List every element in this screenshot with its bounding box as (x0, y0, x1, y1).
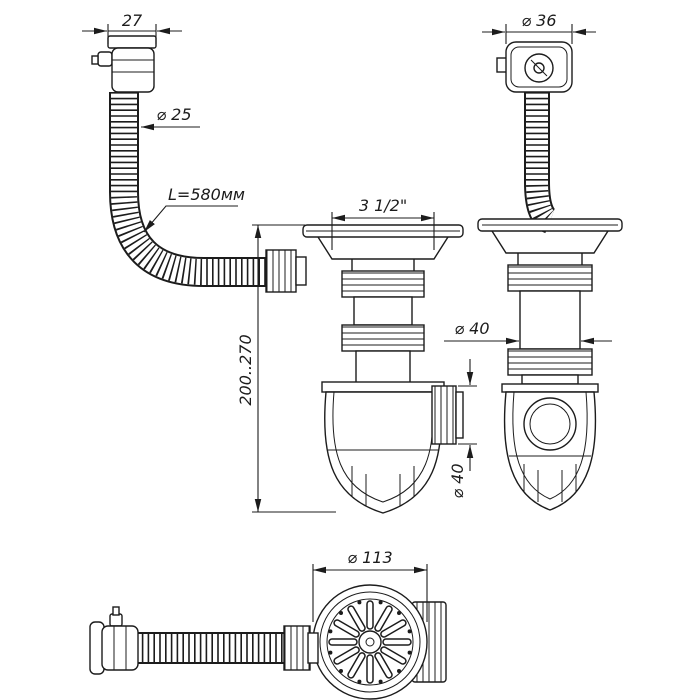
strainer-body-side (477, 218, 623, 385)
strainer-slots-inner (329, 601, 411, 683)
overflow-hose-side (524, 92, 557, 234)
outlet-opening-side (523, 397, 577, 451)
dim-overflow-hose-diameter: ⌀ 25 (141, 105, 200, 131)
outlet-nut-front (431, 385, 457, 445)
dim-strainer-diameter-label: ⌀ 113 (347, 548, 392, 567)
coupling-nut-upper-side (507, 264, 593, 292)
dim-installation-height-label: 200..270 (236, 334, 255, 405)
hose-collar-top (307, 632, 319, 664)
dim-outlet-diameter-label: ⌀ 40 (448, 463, 467, 498)
strainer-bowl-front (317, 236, 449, 260)
overflow-pin-top (109, 613, 123, 627)
overflow-assembly-top-view (89, 606, 319, 675)
coupling-nut-lower-front (341, 324, 425, 352)
dim-outlet-diameter: ⌀ 40 (448, 359, 477, 499)
overflow-knob (97, 51, 113, 67)
dim-overflow-hose-length: L=580мм (143, 185, 245, 233)
strainer-rim-middle (319, 591, 421, 693)
strainer-bowl-side (491, 230, 609, 254)
hose-coupling-nut-top (283, 625, 311, 671)
overflow-pin (91, 55, 99, 65)
strainer-body-front (302, 224, 464, 384)
trap-front (321, 381, 464, 514)
dim-overflow-head-width: 27 (82, 11, 182, 44)
trap-collar-front (321, 381, 445, 393)
dim-overflow-hose-diameter-label: ⌀ 25 (156, 105, 191, 124)
dim-strainer-size-label: 3 1/2" (359, 196, 407, 215)
dim-pipe-diameter: ⌀ 40 (444, 319, 612, 345)
trap-side (501, 383, 599, 511)
overflow-body-top (101, 625, 139, 671)
trap-collar-side (501, 383, 599, 393)
strainer-rim-inner (326, 598, 414, 686)
trap-cup-front (324, 391, 442, 514)
dim-installation-height: 200..270 (236, 224, 336, 513)
overflow-hose-front (109, 92, 272, 287)
coupling-nut-upper-front (341, 270, 425, 298)
dim-overflow-cap-diameter: ⌀ 36 (482, 11, 596, 44)
dim-strainer-size: 3 1/2" (331, 196, 435, 250)
overflow-knob-face (524, 53, 554, 83)
body-pipe-front (353, 296, 413, 326)
dim-overflow-hose-length-label: L=580мм (168, 185, 245, 204)
dim-overflow-head-width-label: 27 (122, 11, 143, 30)
strainer-holes (328, 600, 412, 684)
coupling-nut-lower-side (507, 348, 593, 376)
hose-coupling-nut-front (265, 249, 307, 293)
outlet-lip-front (455, 391, 464, 439)
strainer-center-cap (358, 630, 382, 654)
dim-strainer-diameter: ⌀ 113 (312, 548, 428, 622)
overflow-cap-side (505, 41, 573, 93)
body-pipe-lower-front (355, 350, 411, 384)
overflow-head-front (91, 35, 157, 93)
dim-pipe-diameter-label: ⌀ 40 (454, 319, 489, 338)
overflow-cap-front (107, 35, 157, 49)
body-pipe-lower-side (521, 374, 579, 385)
overflow-body-front (111, 47, 155, 93)
body-pipe-side (519, 290, 581, 350)
overflow-head-side (496, 41, 573, 93)
strainer-face-details (328, 600, 412, 684)
dim-overflow-cap-diameter-label: ⌀ 36 (521, 11, 556, 30)
